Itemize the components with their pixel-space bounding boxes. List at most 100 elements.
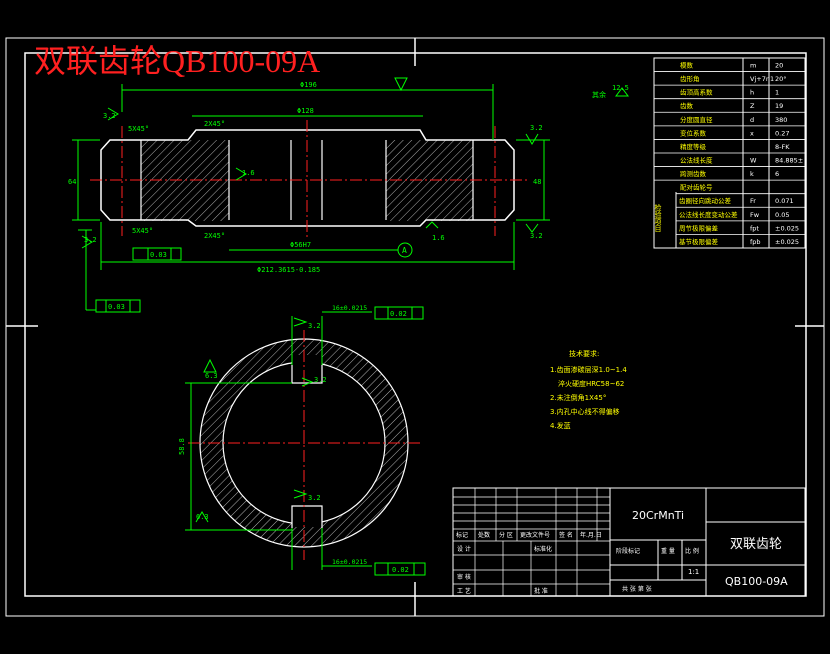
title-overlay: 双联齿轮QB100-09A [34, 43, 320, 79]
tb-rev-1: 处数 [478, 531, 490, 539]
gear-table-val: 8-FK [775, 143, 790, 151]
gear-table-label: 齿圈径向跳动公差 [679, 196, 732, 205]
gear-table-label: 齿数 [680, 101, 694, 110]
gear-table-val: 1 [775, 89, 779, 97]
rough-r2: 1.6 [242, 169, 255, 177]
gear-table-sym: Vj+7n1 [750, 75, 774, 83]
gear-table-val: 6 [775, 170, 779, 178]
gear-table-label: 配对齿轮号 [680, 183, 713, 192]
gear-table-val: 380 [775, 116, 787, 124]
tb-row-1: 审 核 [457, 573, 471, 581]
gear-table-label: 公法线长度 [680, 155, 713, 164]
dim-bore: Φ56H7 [290, 241, 311, 249]
gear-table-label: 周节极限偏差 [679, 223, 719, 232]
gear-table-sym: Fw [750, 211, 760, 219]
dim-height: 64 [68, 178, 76, 186]
tb-sheet: 共 张 第 张 [622, 585, 652, 593]
rough-e2: 3.2 [308, 322, 321, 330]
gear-table-val: 20 [775, 62, 783, 70]
dim-chamfer-bm: 2X45° [204, 232, 225, 240]
tech-note-2: 淬火硬度HRC58~62 [558, 379, 624, 388]
gear-table-sym: k [750, 170, 754, 178]
tb-part-name: 双联齿轮 [730, 537, 782, 552]
dim-d-top: Φ196 [300, 81, 317, 89]
dim-d-inner: Φ128 [297, 107, 314, 115]
dim-keyway-top: 16±0.0215 [332, 304, 367, 312]
datum-label: A [402, 246, 407, 255]
gear-table-sym: fpb [750, 238, 761, 246]
tb-row-0: 设 计 [457, 545, 471, 553]
gear-table-sym: m [750, 62, 756, 70]
rough-r5: 3.2 [530, 232, 543, 240]
rough-e1: 6.3 [205, 372, 218, 380]
tb-stage-1: 重 量 [661, 547, 675, 555]
section-outline [100, 129, 515, 227]
rough-r4: 1.6 [432, 234, 445, 242]
tb-rev-0: 标记 [456, 531, 468, 539]
gear-table-label: 分度圆直径 [680, 115, 713, 124]
dim-key-depth: 58.8 [178, 438, 186, 455]
section-view: Φ196 Φ128 5X45° 2X45° 5X45° 2X45° Φ56H7 … [68, 77, 629, 313]
tb-rev-3: 更改文件号 [520, 531, 550, 539]
gear-table-val: 0.27 [775, 129, 789, 137]
gear-table-sym: fpt [750, 224, 759, 232]
center-marks [6, 38, 824, 616]
gear-table-label: 基节极限偏差 [679, 237, 719, 246]
dim-right-h: 48 [533, 178, 541, 186]
gear-table-group: 检验项目 [654, 203, 662, 233]
gear-table-sym: h [750, 89, 754, 97]
tech-notes-title: 技术要求: [569, 349, 599, 358]
tb-rev-4: 签 名 [559, 531, 573, 539]
rough-other: 其余 [592, 90, 606, 99]
rough-e3: 3.2 [314, 376, 327, 384]
end-view: 16±0.0215 16±0.0215 58.8 6.3 3.2 3.2 3.2… [178, 304, 426, 576]
rough-other-val: 12.5 [612, 84, 629, 92]
gear-table-val: 0.05 [775, 211, 789, 219]
tol-frame1-val: 0.03 [150, 251, 167, 259]
tol-frame2-val: 0.03 [108, 303, 125, 311]
gear-table-sym: d [750, 116, 754, 124]
tech-note-3: 2.未注倒角1X45° [550, 393, 606, 402]
gear-table-label: 跨测齿数 [680, 169, 707, 178]
datum-circle [397, 242, 413, 258]
tol-frame3-val: 0.02 [390, 310, 407, 318]
gear-table-val: 19 [775, 102, 783, 110]
tb-material: 20CrMnTi [632, 509, 684, 522]
rough-symbols [81, 77, 629, 249]
dim-chamfer-tm: 2X45° [204, 120, 225, 128]
gear-table-label: 公法线长度变动公差 [679, 210, 738, 219]
gear-table-sym: Z [750, 102, 755, 110]
gear-table-label: 精度等级 [680, 142, 707, 151]
gear-table-sym: x [750, 129, 754, 137]
tb-stage-0: 阶段标记 [616, 547, 640, 555]
tb-rev-5: 年.月.日 [580, 531, 602, 539]
tb-std: 标准化 [534, 545, 552, 553]
tech-note-5: 4.发蓝 [550, 421, 571, 430]
tb-stage-2: 比 例 [685, 547, 699, 555]
rough-r3: 3.2 [103, 112, 116, 120]
tb-row-2: 工 艺 [457, 587, 471, 595]
gear-table-sym: W [750, 156, 757, 164]
rough-r6: 3.2 [84, 236, 97, 244]
dim-keyway-bot: 16±0.0215 [332, 558, 367, 566]
dim-chamfer-bl: 5X45° [132, 227, 153, 235]
gear-table-val: ±0.025 [775, 224, 799, 232]
tb-approve: 批 准 [534, 587, 548, 595]
gear-table-val: ±0.025 [775, 238, 799, 246]
gear-table-val: 84.885± [775, 156, 803, 164]
tb-scale: 1:1 [688, 568, 699, 576]
dim-bottom-len: Φ212.3615-0.185 [257, 266, 320, 274]
tol-frame4-val: 0.02 [392, 566, 409, 574]
gear-table-label: 模数 [680, 61, 694, 70]
tech-notes: 技术要求: 1.齿面渗碳层深1.0~1.4 淬火硬度HRC58~62 2.未注倒… [550, 349, 627, 430]
gear-table-label: 齿形角 [680, 74, 700, 83]
rough-e5: 6.3 [196, 513, 209, 521]
tb-rev-2: 分 区 [499, 531, 513, 539]
gear-table-sym: Fr [750, 197, 756, 205]
tech-note-4: 3.内孔中心线不得偏移 [550, 407, 620, 416]
rough-r1: 3.2 [530, 124, 543, 132]
tb-drawing-no: QB100-09A [725, 575, 788, 588]
gear-table-val: 0.071 [775, 197, 794, 205]
title-block: 20CrMnTi 双联齿轮 QB100-09A 1:1 阶段标记 重 量 比 例… [452, 487, 806, 597]
